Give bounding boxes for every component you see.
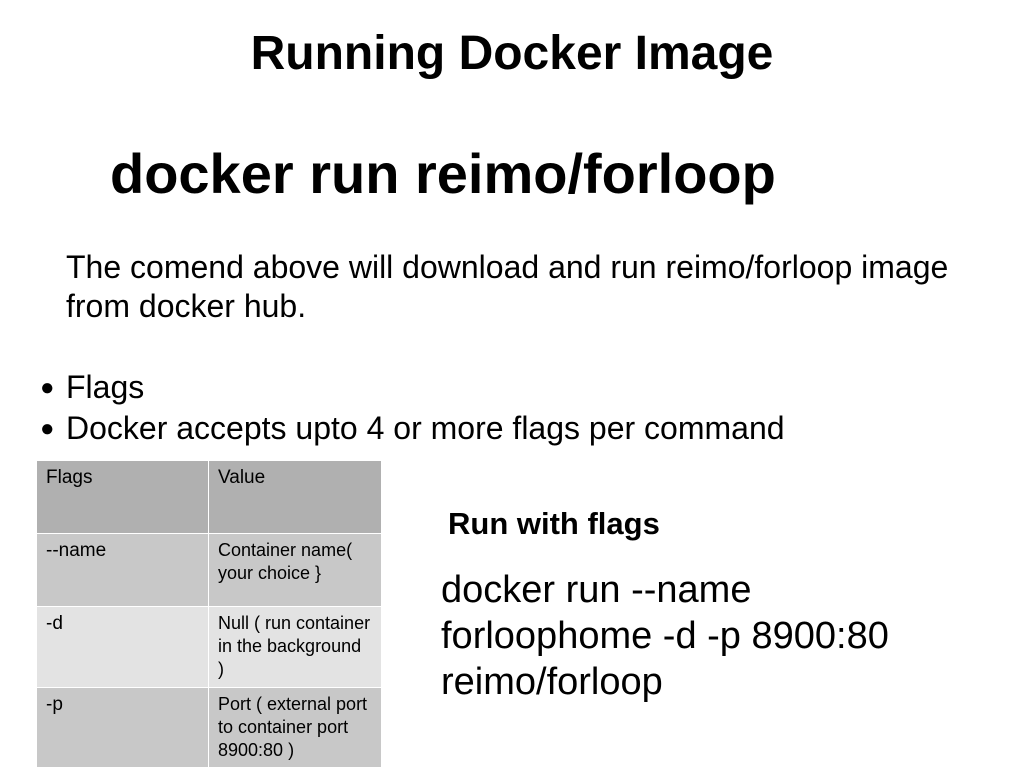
table-header-cell: Value xyxy=(208,460,382,534)
command-line: forloophome -d -p 8900:80 xyxy=(441,615,889,657)
bullet-dot-icon: ● xyxy=(40,374,55,401)
table-header-row: Flags Value xyxy=(36,460,382,534)
docker-command: docker run reimo/forloop xyxy=(110,142,776,205)
bullet-text: Docker accepts upto 4 or more flags per … xyxy=(66,410,785,446)
run-with-flags-command: docker run --name forloophome -d -p 8900… xyxy=(441,567,1001,705)
description-text: The comend above will download and run r… xyxy=(66,249,949,324)
command-line: docker run --name xyxy=(441,569,752,611)
table-cell-value: Null ( run container in the background ) xyxy=(208,606,382,688)
table-header-cell: Flags xyxy=(36,460,209,534)
command-line: reimo/forloop xyxy=(441,661,663,703)
table-cell-flag: -d xyxy=(36,606,209,688)
bullet-list: ● Flags ● Docker accepts upto 4 or more … xyxy=(40,367,785,449)
bullet-item: ● Flags xyxy=(40,367,785,408)
table-cell-flag: --name xyxy=(36,533,209,607)
table-row: --name Container name( your choice } xyxy=(36,533,382,607)
table-cell-value: Container name( your choice } xyxy=(208,533,382,607)
table-row: -d Null ( run container in the backgroun… xyxy=(36,606,382,688)
slide-title: Running Docker Image xyxy=(250,27,774,80)
flags-table: Flags Value --name Container name( your … xyxy=(36,460,382,768)
table-row: -p Port ( external port to container por… xyxy=(36,687,382,768)
bullet-text: Flags xyxy=(66,369,145,405)
bullet-dot-icon: ● xyxy=(40,415,55,442)
bullet-item: ● Docker accepts upto 4 or more flags pe… xyxy=(40,408,785,449)
run-with-flags-heading: Run with flags xyxy=(448,506,660,541)
table-cell-value: Port ( external port to container port 8… xyxy=(208,687,382,768)
table-cell-flag: -p xyxy=(36,687,209,768)
